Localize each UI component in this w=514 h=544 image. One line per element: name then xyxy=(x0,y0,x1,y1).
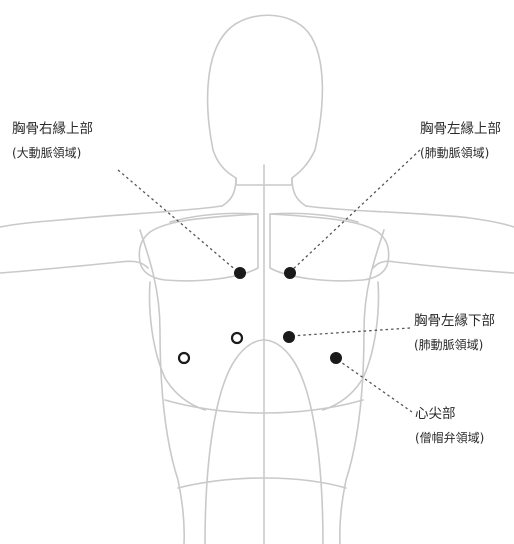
left-shoulder-outline xyxy=(0,206,222,227)
leader-left-upper-sternal xyxy=(290,150,420,272)
head-outline xyxy=(208,15,323,185)
right-ribcage xyxy=(323,282,378,410)
label-apex: 心尖部 (僧帽弁領域) xyxy=(415,405,484,447)
left-arm-lower xyxy=(0,261,148,273)
point-left-upper-sternal[interactable] xyxy=(284,267,296,279)
right-side-outline xyxy=(340,230,384,544)
leader-right-upper-sternal xyxy=(118,170,238,272)
point-open-right-lower[interactable] xyxy=(232,333,242,343)
point-right-upper-sternal[interactable] xyxy=(234,267,246,279)
label-left-upper-sternal: 胸骨左縁上部 (肺動脈領域) xyxy=(420,120,501,162)
label-area: (大動脈領域) xyxy=(12,144,93,162)
label-area: (僧帽弁領域) xyxy=(415,429,484,447)
label-title: 胸骨左縁下部 xyxy=(414,312,495,330)
leader-left-lower-sternal xyxy=(290,328,410,336)
point-left-lower-sternal[interactable] xyxy=(283,331,295,343)
label-title: 心尖部 xyxy=(415,405,484,423)
label-title: 胸骨左縁上部 xyxy=(420,120,501,138)
point-open-right-side[interactable] xyxy=(179,353,189,363)
label-area: (肺動脈領域) xyxy=(420,144,501,162)
left-side-outline xyxy=(140,230,184,544)
label-title: 胸骨右縁上部 xyxy=(12,120,93,138)
point-apex[interactable] xyxy=(330,352,342,364)
label-area: (肺動脈領域) xyxy=(414,336,495,354)
right-arm-lower xyxy=(373,261,514,273)
label-left-lower-sternal: 胸骨左縁下部 (肺動脈領域) xyxy=(414,312,495,354)
label-right-upper-sternal: 胸骨右縁上部 (大動脈領域) xyxy=(12,120,93,162)
